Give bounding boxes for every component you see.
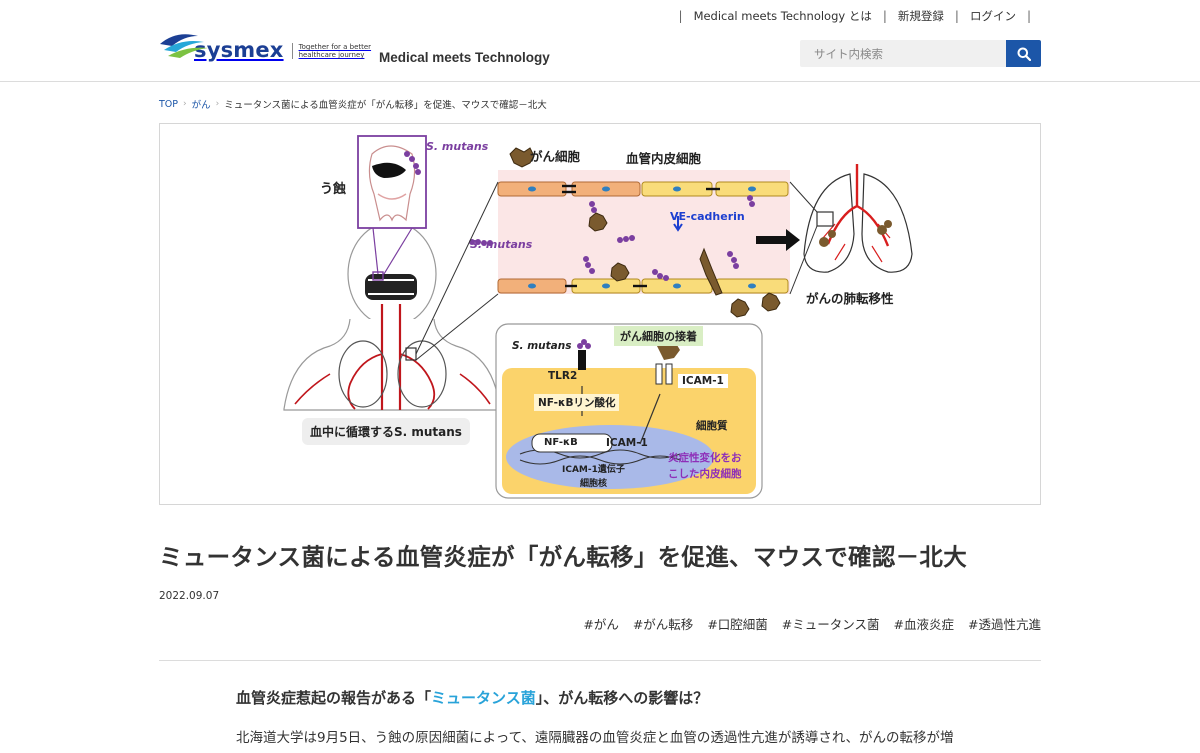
header-divider xyxy=(0,81,1200,82)
lungs-illustration xyxy=(803,164,913,273)
figure-label-s-mutans: S. mutans xyxy=(470,238,533,251)
breadcrumb: TOP › がん › ミュータンス菌による血管炎症が「がん転移」を促進、マウスで… xyxy=(159,97,547,112)
subheading-highlight: ミュータンス菌 xyxy=(431,689,536,707)
tag-link[interactable]: #がん xyxy=(583,617,619,632)
tooth-inset xyxy=(357,135,427,275)
figure-label-ve-cadherin: VE-cadherin xyxy=(670,210,745,223)
figure-label-s-mutans: S. mutans xyxy=(512,340,572,352)
figure-illustration xyxy=(283,135,913,499)
article-divider xyxy=(159,660,1041,661)
subheading-text: 」、がん転移への影響は？ xyxy=(535,689,709,707)
logo-tagline: Together for a better healthcare journey xyxy=(291,43,382,59)
sysmex-logo[interactable]: sysmex Together for a better healthcare … xyxy=(158,26,382,62)
breadcrumb-top-link[interactable]: TOP xyxy=(159,98,179,110)
figure-label-nfkb: NF-κB xyxy=(544,437,578,448)
figure-label-icam1-up: ICAM-1 xyxy=(678,374,728,388)
figure-label-caries: う蝕 xyxy=(320,182,347,197)
figure-label-icam1: ICAM-1 xyxy=(606,437,648,449)
tag-link[interactable]: #透過性亢進 xyxy=(968,617,1041,632)
article-figure: う蝕 S. mutans がん細胞 血管内皮細胞 S. mutans VE-ca… xyxy=(159,123,1041,505)
nav-separator: | xyxy=(954,9,959,23)
figure-label-inflamed: 炎症性変化をお xyxy=(668,452,742,464)
figure-label-lung-metastasis: がんの肺転移性 xyxy=(806,291,894,306)
tag-link[interactable]: #口腔細菌 xyxy=(707,617,768,632)
figure-label-nucleus: 細胞核 xyxy=(580,479,608,489)
figure-label-s-mutans: S. mutans xyxy=(426,140,489,153)
breadcrumb-cancer-link[interactable]: がん xyxy=(191,100,211,111)
article-body-paragraph: 北海道大学は9月5日、う蝕の原因細菌によって、遠隔臓器の血管炎症と血管の透過性亢… xyxy=(236,730,954,746)
logo-tagline-line: healthcare journey xyxy=(298,51,365,59)
search-button[interactable] xyxy=(1006,40,1041,67)
search-input[interactable] xyxy=(800,40,1006,67)
article-title: ミュータンス菌による血管炎症が「がん転移」を促進、マウスで確認－北大 xyxy=(159,543,968,571)
article-tags: #がん #がん転移 #口腔細菌 #ミュータンス菌 #血液炎症 #透過性亢進 xyxy=(583,614,1041,633)
chevron-right-icon: › xyxy=(215,99,220,109)
figure-label-adhesion: がん細胞の接着 xyxy=(614,326,703,346)
figure-label-icam1-gene: ICAM-1遺伝子 xyxy=(562,465,625,475)
nav-separator: | xyxy=(1026,9,1031,23)
tag-link[interactable]: #がん転移 xyxy=(632,617,694,632)
figure-label-inflamed: こした内皮細胞 xyxy=(668,468,742,480)
search-icon xyxy=(1017,47,1031,61)
chevron-right-icon: › xyxy=(183,99,187,109)
nav-separator: | xyxy=(678,9,683,23)
site-search-form xyxy=(800,40,1041,67)
figure-label-cancer-cell: がん細胞 xyxy=(530,149,581,164)
tag-link[interactable]: #血液炎症 xyxy=(893,617,955,632)
nav-separator: | xyxy=(882,9,887,23)
logo-tagline-line: Together for a better xyxy=(298,43,372,51)
article-subheading: 血管炎症惹起の報告がある「ミュータンス菌」、がん転移への影響は？ xyxy=(236,687,708,708)
human-body-illustration xyxy=(283,221,501,411)
nav-about-link[interactable]: Medical meets Technology とは xyxy=(693,9,872,23)
subheading-text: 血管炎症惹起の報告がある「 xyxy=(236,689,432,707)
sysmex-logo-mark-icon xyxy=(158,26,220,62)
figure-label-circulating: 血中に循環するS. mutans xyxy=(302,418,470,445)
figure-label-nfkb-phos: NF-κBリン酸化 xyxy=(534,394,620,411)
article-date: 2022.09.07 xyxy=(159,590,220,602)
figure-label-endothelial: 血管内皮細胞 xyxy=(626,151,702,166)
breadcrumb-current: ミュータンス菌による血管炎症が「がん転移」を促進、マウスで確認－北大 xyxy=(224,100,547,111)
logo-wordmark: sysmex xyxy=(194,38,284,62)
blood-vessel-illustration xyxy=(404,147,800,318)
figure-label-tlr2: TLR2 xyxy=(548,370,578,382)
site-title[interactable]: Medical meets Technology xyxy=(379,50,550,65)
figure-label-cytoplasm: 細胞質 xyxy=(696,420,728,432)
tag-link[interactable]: #ミュータンス菌 xyxy=(781,617,880,632)
nav-login-link[interactable]: ログイン xyxy=(969,9,1016,23)
top-nav: | Medical meets Technology とは | 新規登録 | ロ… xyxy=(668,8,1042,24)
nav-register-link[interactable]: 新規登録 xyxy=(897,9,944,23)
